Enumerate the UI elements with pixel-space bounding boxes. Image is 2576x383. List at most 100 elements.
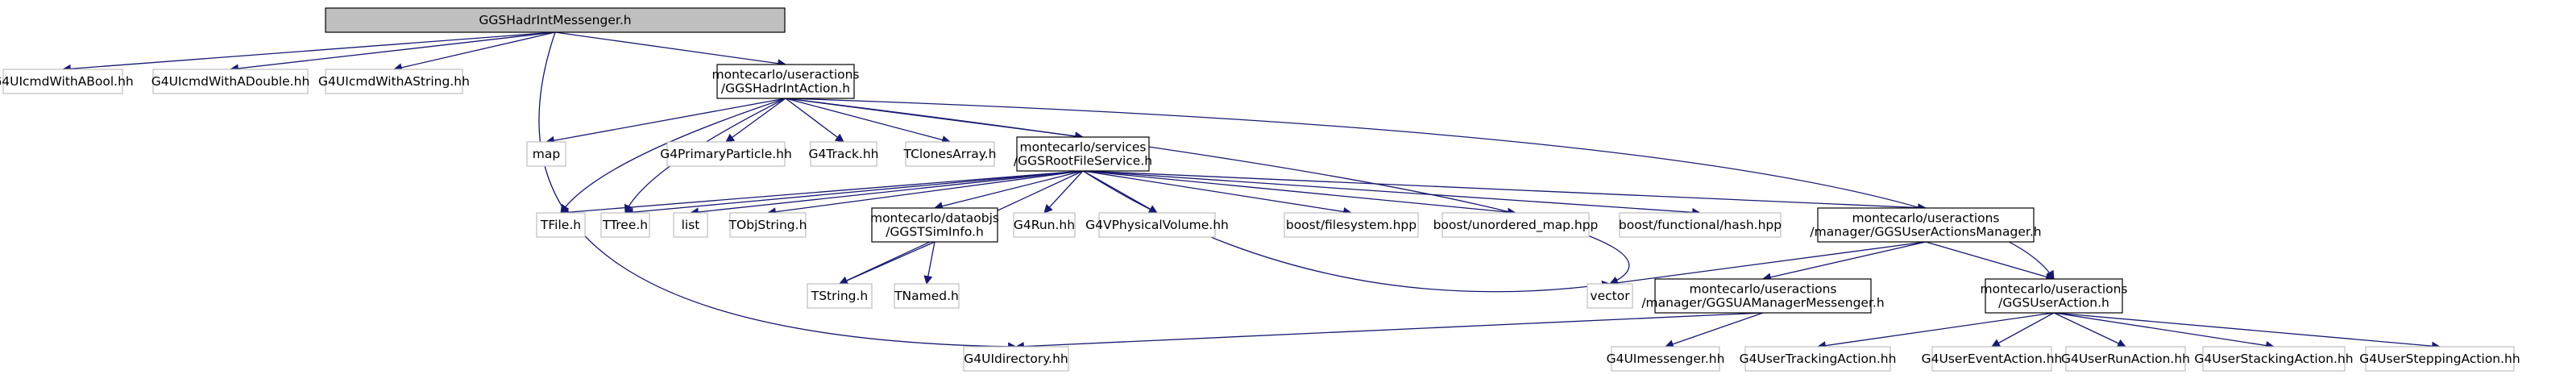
- node-box: [729, 212, 807, 238]
- node-box: [871, 207, 998, 243]
- node-label-line: G4PrimaryParticle.hh: [660, 147, 792, 161]
- node-double: G4UIcmdWithADouble.hh: [151, 69, 310, 94]
- edge-uamgr-to-uamsg: [1761, 241, 1927, 282]
- node-box: [2065, 346, 2186, 372]
- edge-rootfile-to-bfs: [1082, 170, 1353, 216]
- node-tfile: TFile.h: [536, 212, 586, 238]
- node-box: [1013, 212, 1076, 238]
- node-label-line: G4UIdirectory.hh: [964, 352, 1068, 366]
- node-label-line: G4UImessenger.hh: [1607, 352, 1725, 366]
- node-box: [1931, 346, 2052, 372]
- edge-uamgr-to-useraction: [1925, 241, 2055, 281]
- node-box: [325, 7, 786, 33]
- node-box: [1284, 212, 1419, 238]
- edge-useraction-to-utrack: [1816, 312, 2055, 351]
- node-g4uidir: G4UIdirectory.hh: [963, 346, 1069, 372]
- node-label-line: map: [533, 147, 560, 161]
- edge-hadr-to-map: [545, 98, 786, 145]
- edge-rootfile-to-bhash: [1082, 170, 1702, 217]
- node-box: [963, 346, 1069, 372]
- edge-siminfo-to-tnamed: [923, 241, 935, 285]
- edge-hadr-to-useraction: [785, 98, 2055, 280]
- node-label-line: G4VPhysicalVolume.hh: [1085, 218, 1229, 232]
- node-box: [810, 141, 877, 167]
- node-label-line: /manager/GGSUAManagerMessenger.h: [1641, 295, 1884, 310]
- edge-root-to-g4uidir: [538, 31, 1018, 352]
- node-box: [1441, 212, 1590, 238]
- edge-uamsg-to-g4uidir: [1014, 312, 1764, 352]
- node-bool: G4UIcmdWithABool.hh: [0, 69, 134, 94]
- edge-useraction-to-ustep: [2053, 312, 2441, 351]
- node-label-line: TFile.h: [540, 218, 581, 232]
- edge-rootfile-to-uamgr: [1082, 170, 1927, 213]
- node-label-line: G4UIcmdWithABool.hh: [0, 74, 134, 89]
- node-siminfo[interactable]: montecarlo/dataobjs/GGSTSimInfo.h: [870, 207, 999, 243]
- node-label-line: /manager/GGSUserActionsManager.h: [1810, 224, 2041, 239]
- node-label-line: vector: [1590, 289, 1630, 303]
- node-label-line: G4UserRunAction.hh: [2061, 352, 2190, 366]
- node-useraction[interactable]: montecarlo/useractions/GGSUserAction.h: [1980, 278, 2128, 314]
- node-prim: G4PrimaryParticle.hh: [660, 141, 792, 167]
- node-label-line: boost/filesystem.hpp: [1286, 218, 1417, 232]
- node-uamsg[interactable]: montecarlo/useractions/manager/GGSUAMana…: [1641, 278, 1885, 314]
- node-label-line: montecarlo/useractions: [711, 67, 859, 81]
- node-string: G4UIcmdWithAString.hh: [318, 69, 470, 94]
- node-hadr[interactable]: montecarlo/useractions/GGSHadrIntAction.…: [711, 64, 860, 99]
- node-box: [1985, 278, 2123, 314]
- node-label-line: /GGSRootFileService.h: [1014, 153, 1152, 168]
- node-label-line: TTree.h: [602, 218, 648, 232]
- node-ttree: TTree.h: [600, 212, 650, 238]
- node-label-line: G4UIcmdWithAString.hh: [318, 74, 470, 89]
- edge-rootfile-to-ttree: [624, 170, 1084, 217]
- node-label-line: G4UserSteppingAction.hh: [2359, 352, 2520, 366]
- edge-root-to-double: [229, 31, 556, 73]
- node-box: [2, 69, 123, 94]
- edge-useraction-to-uevent: [1991, 312, 2055, 348]
- node-label-line: /GGSUserAction.h: [1998, 295, 2109, 310]
- node-box: [1654, 278, 1872, 314]
- node-box: [1817, 207, 2035, 243]
- node-box: [1744, 346, 1891, 372]
- edge-root-to-bool: [61, 31, 556, 73]
- edge-rootfile-to-bumap: [1082, 170, 1517, 217]
- edge-hadr-to-prim: [725, 98, 786, 143]
- node-label-line: montecarlo/useractions: [1980, 281, 2127, 296]
- node-box: [600, 212, 650, 238]
- node-vector: vector: [1587, 283, 1633, 309]
- node-label-line: /GGSHadrIntAction.h: [721, 81, 850, 95]
- node-box: [905, 141, 995, 167]
- node-label-line: G4UserEventAction.hh: [1922, 352, 2063, 366]
- node-map: map: [526, 141, 566, 167]
- node-uevent: G4UserEventAction.hh: [1922, 346, 2063, 372]
- node-uamgr[interactable]: montecarlo/useractions/manager/GGSUserAc…: [1810, 207, 2042, 243]
- node-rootfile[interactable]: montecarlo/services/GGSRootFileService.h: [1014, 136, 1152, 172]
- node-box: [325, 69, 463, 94]
- edge-root-to-hadr: [554, 31, 787, 69]
- node-box: [666, 141, 786, 167]
- node-label-line: G4Run.hh: [1014, 218, 1075, 232]
- node-bhash: boost/functional/hash.hpp: [1619, 212, 1782, 238]
- edge-hadr-to-track: [785, 98, 844, 143]
- edge-hadr-to-tfile: [560, 98, 786, 214]
- node-box: [2365, 346, 2515, 372]
- node-phys: G4VPhysicalVolume.hh: [1085, 212, 1229, 238]
- node-label-line: G4UIcmdWithADouble.hh: [151, 74, 310, 89]
- node-box: [1611, 346, 1720, 372]
- node-tstring: TString.h: [807, 283, 873, 309]
- edge-rootfile-to-tobj: [766, 170, 1084, 217]
- node-box: [536, 212, 586, 238]
- node-label-line: TObjString.h: [728, 218, 807, 232]
- node-track: G4Track.hh: [808, 141, 879, 167]
- node-box: [1619, 212, 1782, 238]
- node-label-line: montecarlo/useractions: [1852, 210, 1999, 225]
- node-label-line: TClonesArray.h: [903, 147, 997, 161]
- node-root[interactable]: GGSHadrIntMessenger.h: [325, 7, 786, 33]
- edge-rootfile-to-siminfo: [933, 170, 1084, 210]
- node-box: [1098, 212, 1216, 238]
- node-box: [894, 283, 960, 309]
- edge-rootfile-to-list: [689, 170, 1084, 217]
- node-box: [716, 64, 855, 99]
- edge-rootfile-to-tfile: [559, 170, 1084, 217]
- node-list: list: [673, 212, 708, 238]
